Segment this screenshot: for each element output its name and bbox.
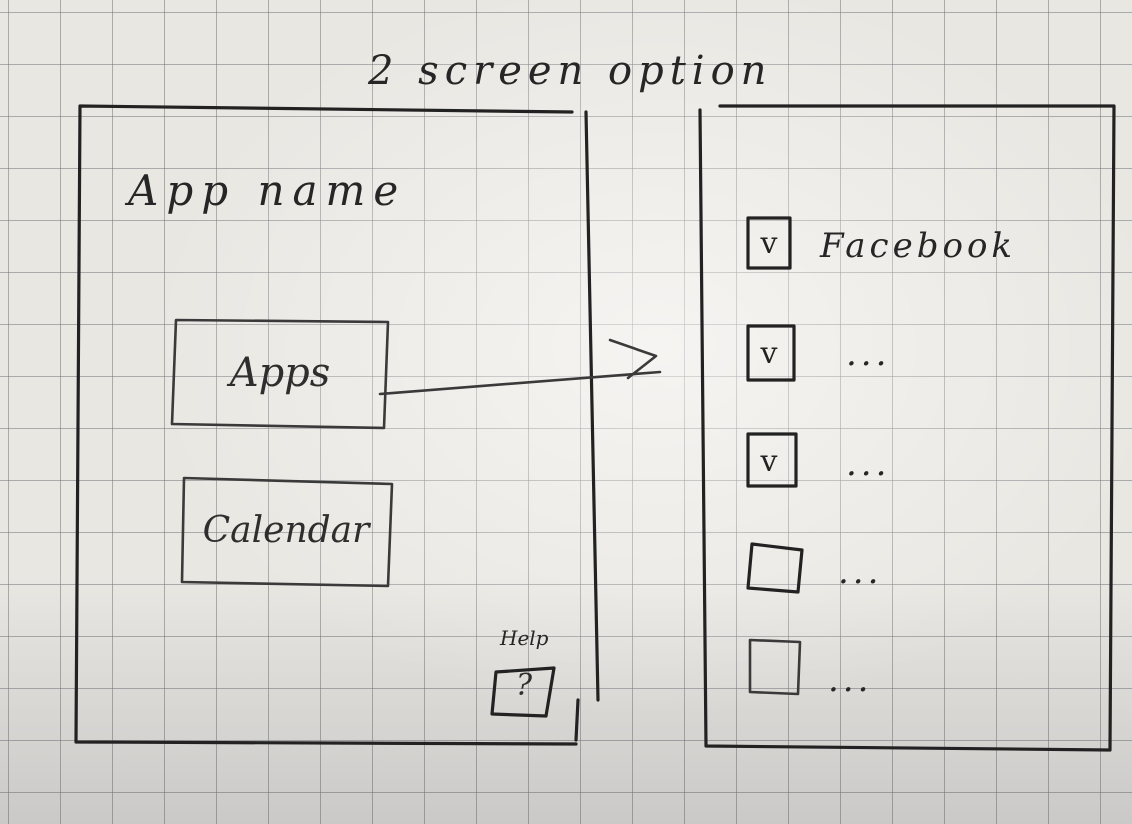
checkbox-option-2 — [746, 324, 796, 382]
checkbox-facebook — [746, 216, 792, 270]
option-checkbox-5[interactable] — [748, 638, 802, 696]
checkbox-option-4 — [746, 542, 804, 594]
page-title: 2 screen option — [368, 48, 773, 94]
option-checkbox-4[interactable] — [746, 542, 804, 594]
right-screen-frame — [698, 104, 1116, 752]
arrow-head-icon — [608, 338, 658, 380]
calendar-button-outline — [180, 476, 394, 588]
app-name-heading: App name — [128, 166, 407, 215]
option-label-5: ... — [828, 660, 873, 700]
option-checkbox-2[interactable] — [746, 324, 796, 382]
apps-button-label: Apps — [229, 350, 331, 396]
option-checkbox-3[interactable] — [746, 432, 798, 488]
check-mark-icon: v — [760, 226, 778, 261]
checkbox-option-5 — [748, 638, 802, 696]
check-mark-icon: v — [760, 444, 778, 479]
apps-button-outline — [170, 318, 390, 430]
arrow-line — [378, 370, 662, 396]
option-checkbox-facebook[interactable] — [746, 216, 792, 270]
calendar-button-label: Calendar — [202, 510, 370, 551]
left-screen-frame — [74, 104, 600, 746]
checkbox-option-3 — [746, 432, 798, 488]
option-label-3: ... — [846, 444, 891, 484]
option-label-2: ... — [846, 334, 891, 374]
option-label-4: ... — [838, 552, 883, 592]
help-box-outline — [490, 666, 556, 718]
check-mark-icon: v — [760, 336, 778, 371]
help-label: Help — [500, 626, 549, 650]
help-icon: ? — [515, 668, 533, 703]
option-label-facebook: Facebook — [820, 226, 1017, 266]
